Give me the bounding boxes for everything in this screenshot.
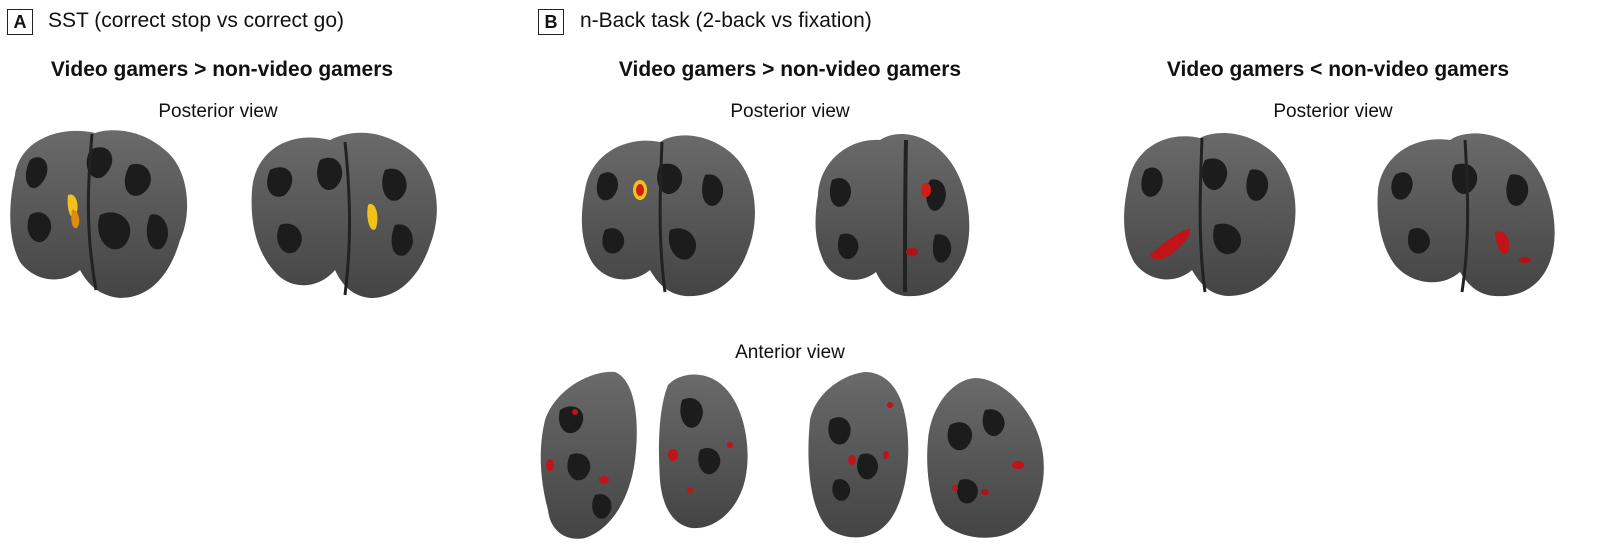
panel-a-posterior-label: Posterior view bbox=[158, 101, 278, 122]
brain-b-greater-right bbox=[815, 134, 970, 297]
brain-b-anterior-2 bbox=[658, 374, 748, 529]
panel-a-letter: A bbox=[7, 9, 33, 35]
panel-b-greater-posterior-label: Posterior view bbox=[730, 101, 850, 122]
brain-a-left bbox=[10, 130, 188, 298]
brain-a-right bbox=[251, 132, 437, 298]
brain-b-anterior-3 bbox=[808, 372, 909, 538]
panel-a-group-title: Video gamers > non-video gamers bbox=[50, 58, 394, 81]
brain-b-greater-left bbox=[581, 135, 755, 297]
panel-b-letter: B bbox=[538, 9, 564, 35]
panel-a-title: SST (correct stop vs correct go) bbox=[48, 9, 345, 32]
brain-b-less-left bbox=[1124, 133, 1296, 296]
panel-b-anterior-label: Anterior view bbox=[735, 342, 845, 363]
panel-b-greater-title: Video gamers > non-video gamers bbox=[618, 58, 962, 81]
brain-b-anterior-1 bbox=[540, 371, 637, 539]
panel-b-less-posterior-label: Posterior view bbox=[1273, 101, 1393, 122]
panel-b-less-title: Video gamers < non-video gamers bbox=[1166, 58, 1510, 81]
brain-b-anterior-4 bbox=[927, 378, 1044, 538]
brain-b-less-right bbox=[1377, 133, 1555, 297]
panel-b-title: n-Back task (2-back vs fixation) bbox=[580, 9, 872, 32]
